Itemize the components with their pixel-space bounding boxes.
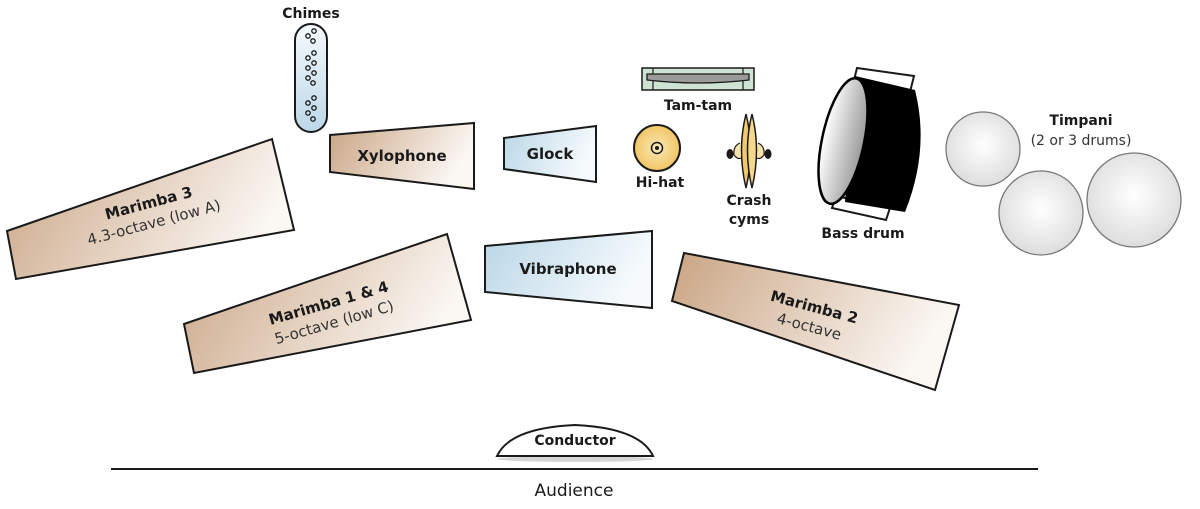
- vibraphone-label: Vibraphone: [519, 260, 616, 278]
- crash-label-line1: Crash: [727, 193, 772, 209]
- timpani-drum-2: [998, 170, 1084, 256]
- glock-shape: [503, 124, 597, 184]
- conductor-label: Conductor: [534, 433, 615, 449]
- crash-cymbal-right: [746, 113, 758, 189]
- timpani-drum-1: [945, 111, 1021, 187]
- timpani-detail: (2 or 3 drums): [1031, 133, 1132, 149]
- glock[interactable]: Glock: [503, 124, 597, 184]
- marimba-3[interactable]: Marimba 3 4.3-octave (low A): [5, 137, 296, 281]
- tam-tam-gong: [646, 73, 750, 84]
- chime-tubes: [305, 28, 317, 122]
- hi-hat-label: Hi-hat: [636, 175, 685, 191]
- xylophone-label: Xylophone: [357, 147, 446, 165]
- marimba-1-and-4-shape: [182, 232, 473, 375]
- bass-drum-head: [817, 76, 869, 206]
- tam-tam[interactable]: Tam-tam: [641, 67, 755, 114]
- hi-hat[interactable]: Hi-hat: [633, 124, 685, 191]
- bass-drum-label: Bass drum: [821, 226, 904, 242]
- marimba-1-and-4[interactable]: Marimba 1 & 4 5-octave (low C): [182, 232, 473, 375]
- xylophone-shape: [329, 121, 475, 191]
- audience-label: Audience: [535, 481, 614, 501]
- conductor-shape: [495, 423, 655, 457]
- vibraphone-shape: [484, 229, 653, 310]
- tam-tam-label: Tam-tam: [664, 98, 732, 114]
- chimes[interactable]: Chimes: [282, 6, 340, 133]
- timpani[interactable]: Timpani (2 or 3 drums): [945, 111, 1182, 256]
- timpani-label: Timpani: [1049, 113, 1112, 129]
- timpani-drum-3: [1086, 152, 1182, 248]
- vibraphone[interactable]: Vibraphone: [484, 229, 653, 310]
- marimba-3-shape: [5, 137, 296, 281]
- marimba-2-shape: [670, 251, 961, 392]
- chimes-label: Chimes: [282, 6, 339, 22]
- crash-label-line2: cyms: [729, 212, 769, 228]
- crash-cymbals[interactable]: Crash cyms: [726, 113, 772, 228]
- marimba-2[interactable]: Marimba 2 4-octave: [670, 251, 961, 392]
- crash-strap-left: [726, 149, 734, 159]
- conductor-podium[interactable]: Conductor: [495, 423, 655, 462]
- bass-drum[interactable]: Bass drum: [809, 66, 921, 242]
- crash-strap-right: [764, 149, 772, 159]
- chimes-frame: [294, 23, 328, 133]
- glock-label: Glock: [527, 145, 575, 163]
- xylophone[interactable]: Xylophone: [329, 121, 475, 191]
